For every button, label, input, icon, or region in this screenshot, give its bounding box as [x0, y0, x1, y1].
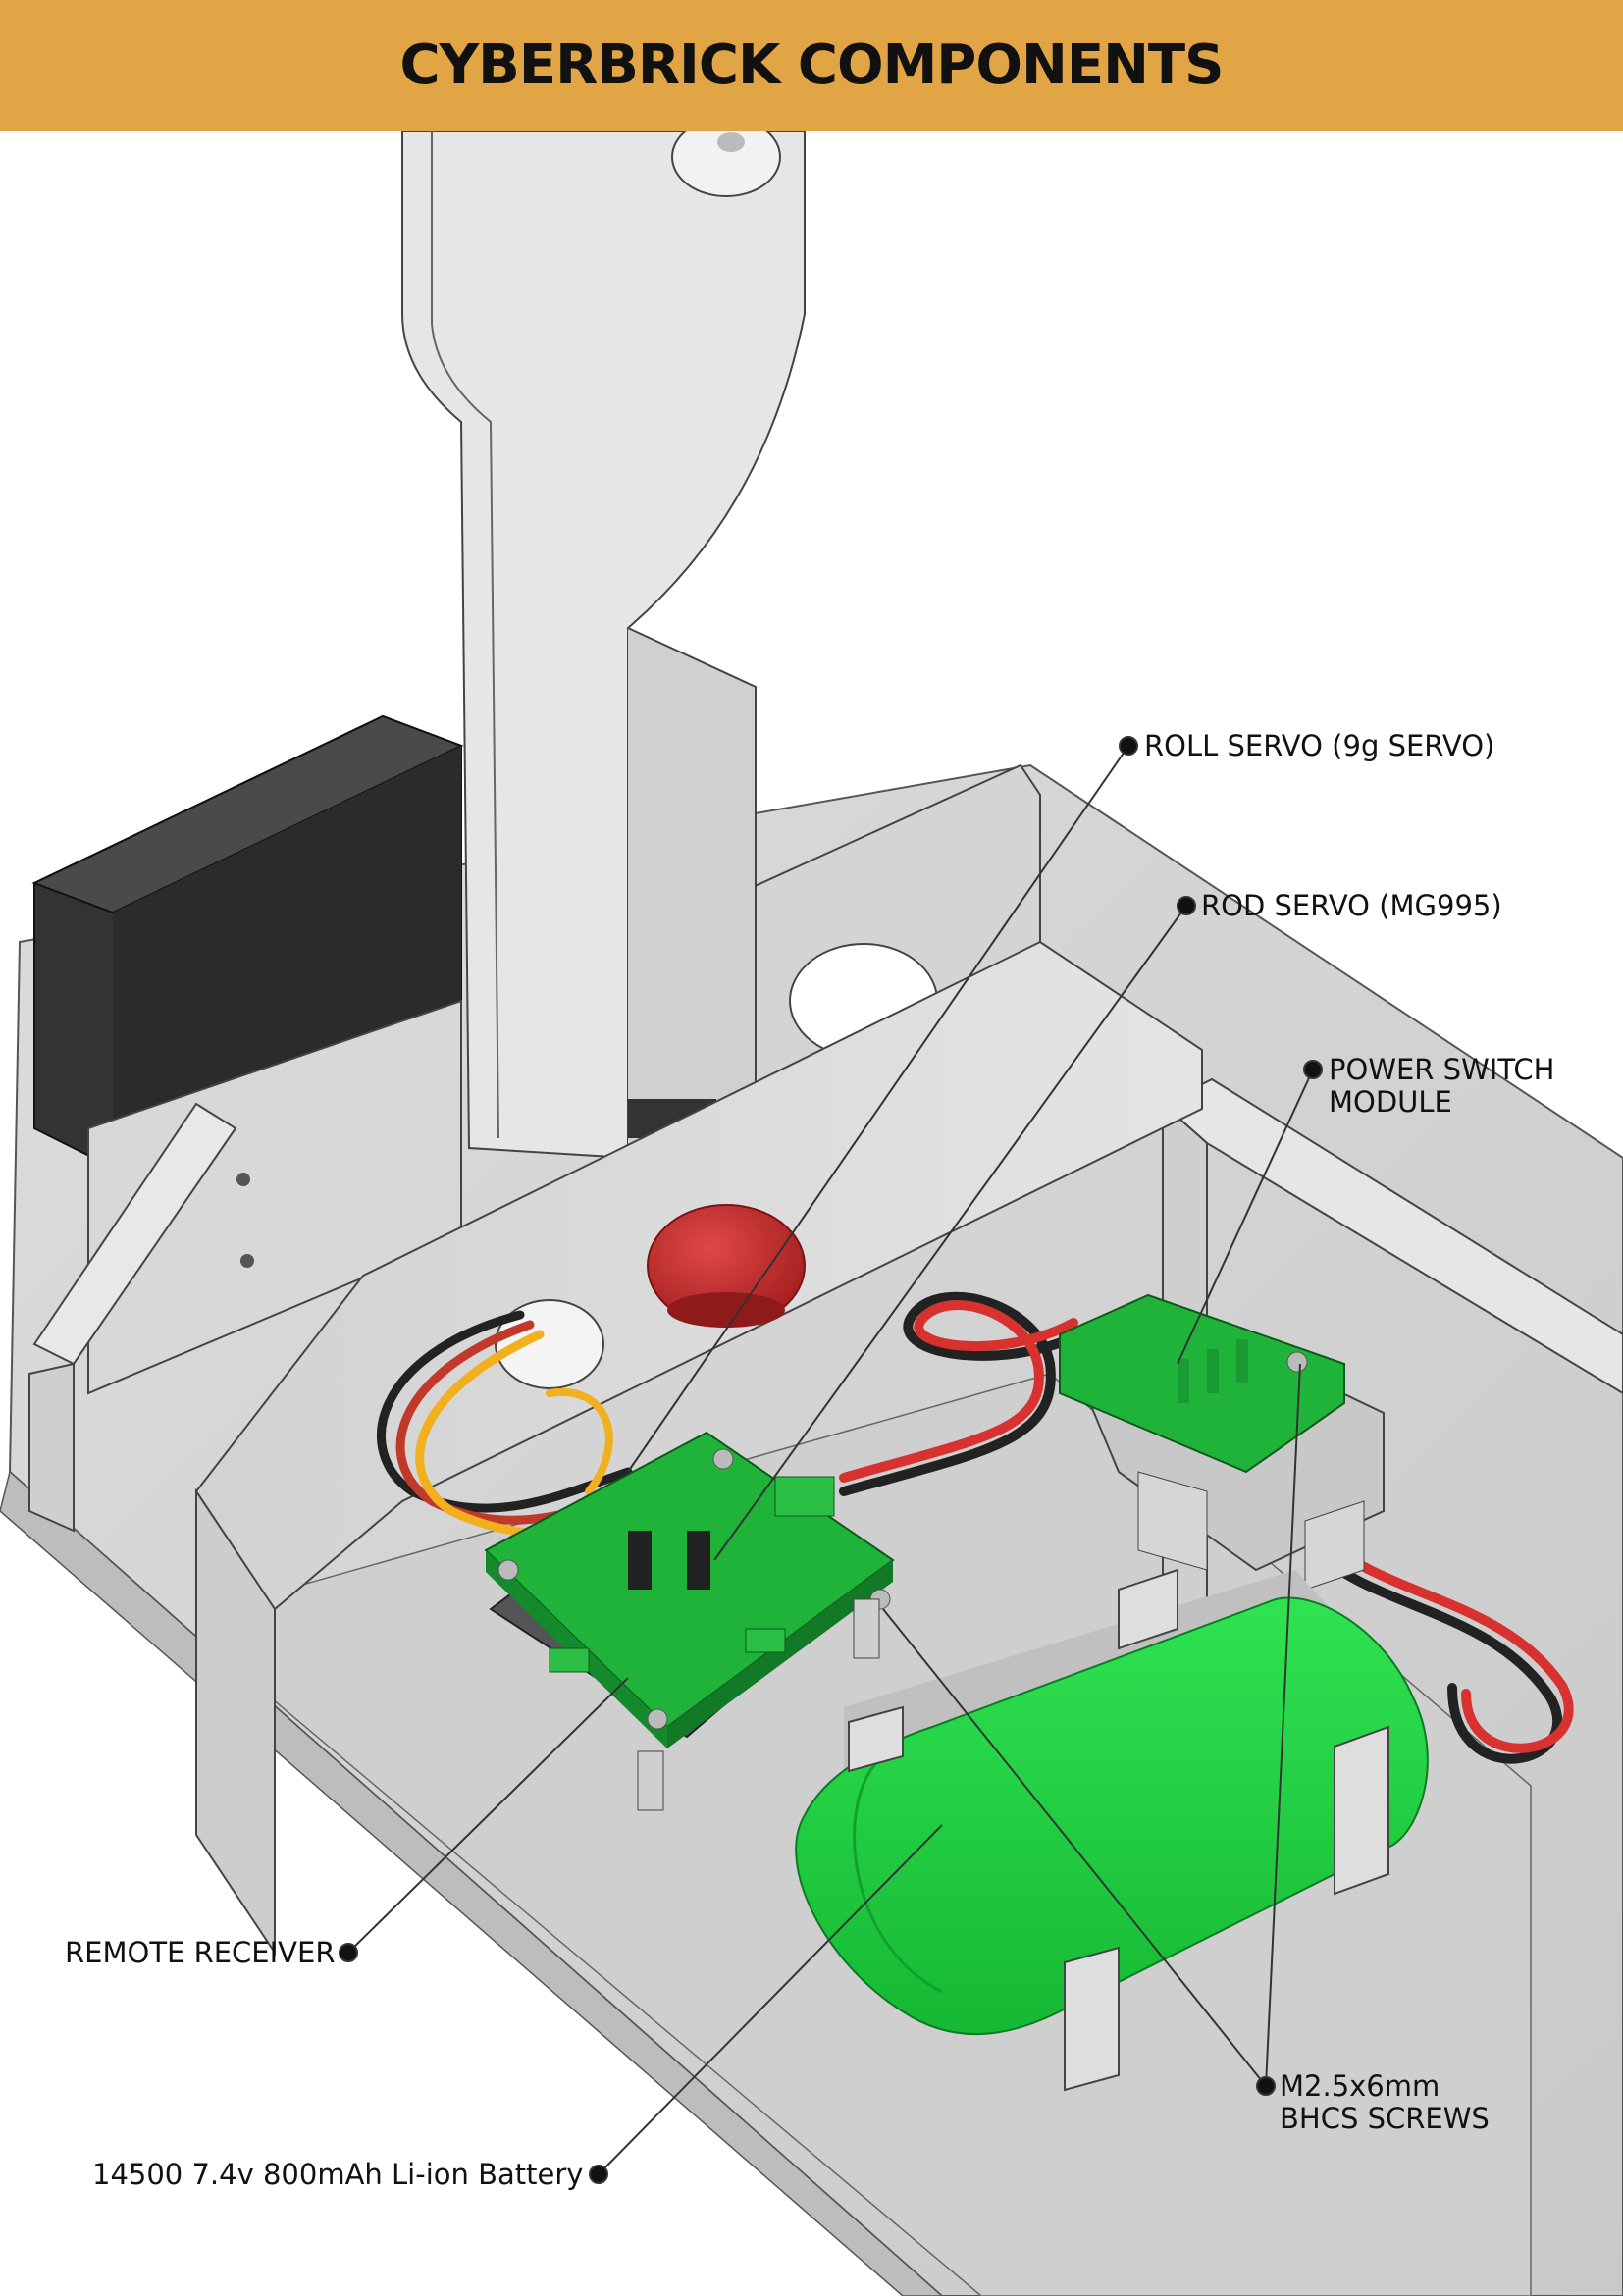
assembly-illustration: [0, 131, 1623, 2296]
power-switch-label: POWER SWITCH MODULE: [1329, 1054, 1554, 1119]
page-title: CYBERBRICK COMPONENTS: [399, 33, 1225, 97]
rod-servo-label: ROD SERVO (MG995): [1201, 889, 1502, 922]
power-cable: [839, 1291, 1574, 1764]
screws-label-line1: M2.5x6mm: [1280, 2069, 1440, 2103]
remote-receiver-board: [484, 1431, 895, 1811]
remote-receiver-label: REMOTE RECEIVER: [65, 1936, 336, 1969]
power-switch-board: [1059, 1293, 1385, 1591]
screws-label-line2: BHCS SCREWS: [1280, 2102, 1490, 2135]
callout-leaders: [339, 736, 1323, 2184]
power-switch-label-line1: POWER SWITCH: [1329, 1053, 1555, 1086]
thumb-knob: [647, 1204, 806, 1328]
battery-pack: [795, 1568, 1429, 2092]
vertical-arm: [401, 131, 806, 1160]
screws-label: M2.5x6mm BHCS SCREWS: [1280, 2070, 1490, 2135]
left-bracket: [28, 999, 462, 1533]
rod-servo-body: [31, 714, 464, 1170]
roll-servo-label: ROLL SERVO (9g SERVO): [1144, 729, 1495, 762]
header-bar: CYBERBRICK COMPONENTS: [0, 0, 1623, 131]
power-switch-label-line2: MODULE: [1329, 1085, 1452, 1119]
battery-label: 14500 7.4v 800mAh Li-ion Battery: [92, 2158, 584, 2191]
